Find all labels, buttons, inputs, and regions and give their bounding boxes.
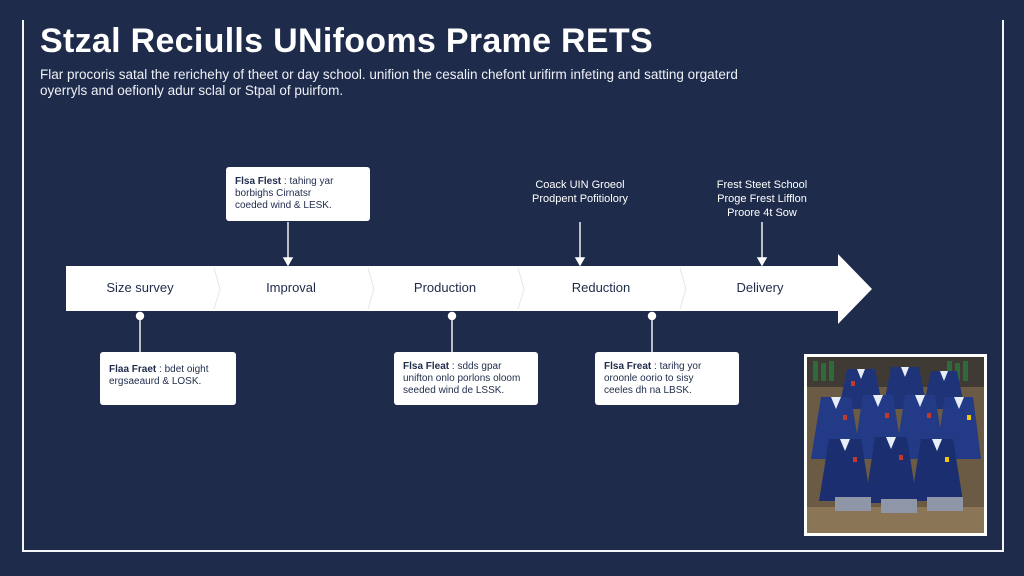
- callout-text: borbighs Cirnatsr: [235, 188, 312, 199]
- note-text: Coack UIN Groeol: [535, 179, 625, 191]
- subtitle-line-2: oyerryls and oefionly adur sclal or Stpa…: [40, 83, 344, 98]
- callout-text: ergsaeaurd & LOSK.: [109, 376, 202, 387]
- top-connectors: [282, 222, 768, 267]
- callout-text: seeded wind de LSSK.: [403, 385, 505, 396]
- note-text: Proge Frest Lifflon: [717, 193, 807, 205]
- stage-separators: [213, 267, 687, 310]
- callout-text: coeded wind & LESK.: [235, 200, 332, 211]
- stage-improval: Improval: [266, 280, 316, 295]
- callout-head: Flsa Freat: [604, 361, 652, 372]
- callout-text: : bdet oight: [159, 364, 209, 375]
- note-text: Frest Steet School: [716, 179, 808, 191]
- stage-reduction: Reduction: [571, 280, 631, 295]
- callout-text: oroonle oorio to sisy: [604, 373, 694, 384]
- callout-text: : tahing yar: [283, 176, 334, 187]
- bottom-connectors: [135, 311, 657, 352]
- callout-text: ceeles dh na LBSK.: [604, 385, 692, 396]
- school-uniforms-photo: [804, 354, 987, 536]
- callout-head: Flsa Fleat: [403, 361, 450, 372]
- callout-head: Flsa Flest: [235, 176, 282, 187]
- callout-text: unifton onlo porlons oloom: [403, 373, 521, 384]
- callout-text: : sdds gpar: [451, 361, 502, 372]
- stage-production: Production: [413, 280, 477, 295]
- stage-size-survey: Size survey: [106, 280, 174, 295]
- slide-title: Stzal Reciulls UNifooms Prame RETS: [40, 22, 653, 60]
- callout-reduction-bottom: Flsa Freat : tarihg yor oroonle oorio to…: [595, 352, 739, 405]
- callout-survey-bottom: Flaa Fraet : bdet oight ergsaeaurd & LOS…: [100, 352, 236, 405]
- slide-frame: [22, 20, 1004, 552]
- note-text: Proore 4t Sow: [727, 207, 797, 219]
- subtitle-line-1: Flar procoris satal the rerichehy of the…: [40, 67, 738, 82]
- uniforms-illustration: [807, 357, 984, 533]
- stage-delivery: Delivery: [736, 280, 784, 295]
- slide-subtitle: Flar procoris satal the rerichehy of the…: [40, 67, 840, 99]
- note-delivery-top: Frest Steet School Proge Frest Lifflon P…: [700, 178, 824, 220]
- callout-production-bottom: Flsa Fleat : sdds gpar unifton onlo porl…: [394, 352, 538, 405]
- callout-improval-top: Flsa Flest : tahing yar borbighs Cirnats…: [226, 167, 370, 221]
- callout-head: Flaa Fraet: [109, 364, 157, 375]
- note-reduction-top: Coack UIN Groeol Prodpent Pofitiolory: [520, 178, 640, 206]
- callout-text: : tarihg yor: [654, 361, 702, 372]
- note-text: Prodpent Pofitiolory: [532, 193, 628, 205]
- timeline-arrow: [66, 254, 872, 324]
